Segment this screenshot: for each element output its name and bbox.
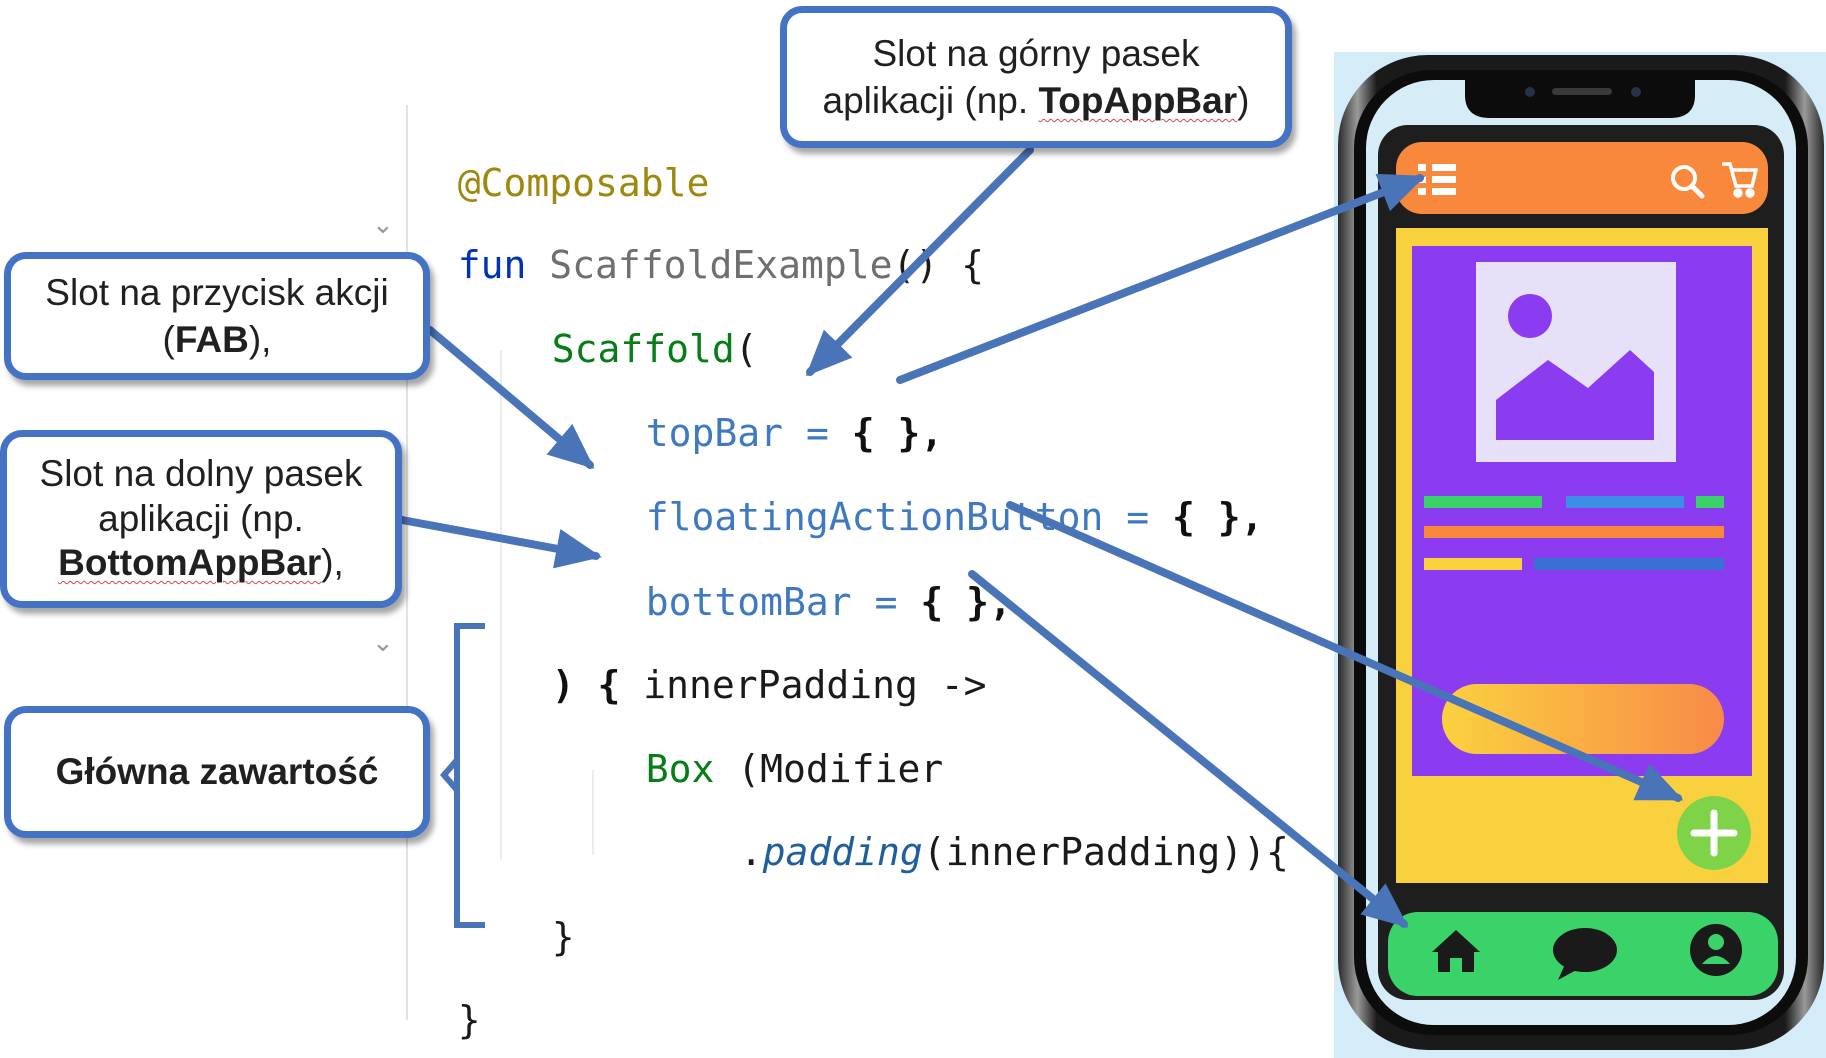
topbar-value: { }, bbox=[851, 411, 944, 455]
callout-topbar: Slot na górny pasek aplikacji (np. TopAp… bbox=[780, 6, 1292, 148]
close-outer-brace: } bbox=[457, 998, 481, 1042]
code-line-close-outer: } bbox=[412, 963, 481, 1039]
indent-guide-box bbox=[592, 770, 594, 855]
placeholder-text-lines bbox=[1424, 496, 1724, 570]
phone-sensor bbox=[1631, 87, 1641, 97]
phone-top-app-bar bbox=[1396, 142, 1768, 214]
fab-equals: = bbox=[1126, 495, 1150, 539]
callout-fab-line2: (FAB), bbox=[45, 316, 388, 363]
close-inner-brace: } bbox=[551, 915, 575, 959]
callout-content-label: Główna zawartość bbox=[55, 751, 379, 793]
scaffold-open-paren: ( bbox=[734, 327, 758, 371]
cart-icon bbox=[1722, 162, 1759, 198]
box-call: Box bbox=[645, 747, 715, 791]
callout-fab-line2-suffix: ), bbox=[248, 319, 272, 360]
bottombar-equals: = bbox=[874, 580, 898, 624]
code-line-annotation: @Composable bbox=[412, 126, 710, 205]
code-line-topbar: topBar = { }, bbox=[600, 376, 943, 452]
fold-arrow-lambda[interactable]: ⌄ bbox=[372, 628, 394, 658]
arrow-topbar-code-to-phone bbox=[896, 173, 1426, 384]
home-icon bbox=[1432, 930, 1480, 972]
phone-notch bbox=[1465, 78, 1695, 118]
fun-keyword: fun bbox=[457, 243, 527, 287]
phone-camera bbox=[1525, 87, 1535, 97]
fun-name: ScaffoldExample bbox=[549, 243, 893, 287]
callout-topbar-line2: aplikacji (np. TopAppBar) bbox=[823, 77, 1250, 124]
fab-param: floatingActionButton bbox=[645, 495, 1104, 539]
arrow-topbar-callout-to-code bbox=[805, 146, 1034, 377]
callout-bottombar-line2: aplikacji (np. bbox=[98, 497, 304, 539]
callout-bottombar-line3-bold: BottomAppBar bbox=[58, 542, 322, 584]
callout-bottombar: Slot na dolny pasek aplikacji (np. Botto… bbox=[0, 430, 402, 608]
fold-arrow-fun[interactable]: ⌄ bbox=[372, 210, 394, 240]
content-lambda-param: innerPadding -> bbox=[643, 663, 987, 707]
callout-topbar-line1: Slot na górny pasek bbox=[872, 32, 1200, 74]
code-left-gutter-line bbox=[406, 105, 408, 1020]
callout-fab-line2-prefix: ( bbox=[162, 319, 175, 360]
content-lambda-open: ) { bbox=[551, 663, 621, 707]
arrow-fab-callout-to-code bbox=[426, 326, 595, 469]
padding-fn: padding bbox=[762, 830, 923, 874]
code-line-fun: fun ScaffoldExample() { bbox=[412, 208, 984, 284]
chat-icon bbox=[1553, 928, 1617, 980]
content-bracket bbox=[454, 623, 485, 928]
callout-topbar-line2-prefix: aplikacji (np. bbox=[822, 80, 1039, 121]
phone-mockup bbox=[1334, 52, 1826, 1058]
box-args: (Modifier bbox=[737, 747, 944, 791]
callout-arrows bbox=[398, 146, 1684, 928]
arrow-fab-code-to-phone bbox=[1006, 501, 1684, 802]
callout-topbar-line2-bold: TopAppBar bbox=[1038, 80, 1238, 121]
code-line-bottombar: bottomBar = { }, bbox=[600, 545, 1012, 621]
callout-bottombar-line3: BottomAppBar), bbox=[40, 541, 363, 585]
code-line-content-lambda: ) { innerPadding -> bbox=[506, 628, 987, 707]
fab-value: { }, bbox=[1172, 495, 1264, 539]
scaffold-call: Scaffold bbox=[551, 327, 735, 371]
bottombar-param: bottomBar bbox=[645, 580, 852, 624]
callout-fab: Slot na przycisk akcji (FAB), bbox=[4, 252, 430, 380]
code-line-box: Box (Modifier bbox=[600, 712, 943, 788]
code-line-scaffold: Scaffold( bbox=[506, 292, 758, 368]
bottombar-value: { }, bbox=[920, 580, 1012, 624]
callout-content: Główna zawartość bbox=[4, 706, 430, 838]
callout-topbar-line2-suffix: ) bbox=[1237, 80, 1250, 121]
code-line-fab: floatingActionButton = { }, bbox=[600, 460, 1264, 536]
arrow-bottombar-callout-to-code bbox=[398, 516, 602, 569]
arrow-bottombar-code-to-phone bbox=[968, 570, 1409, 928]
content-bracket-tip bbox=[440, 758, 460, 792]
plus-icon bbox=[1690, 809, 1738, 857]
callout-fab-line2-bold: FAB bbox=[174, 319, 249, 360]
topbar-equals: = bbox=[805, 411, 829, 455]
user-icon bbox=[1690, 924, 1742, 976]
callout-bottombar-line3-suffix: ), bbox=[321, 542, 344, 584]
callout-fab-line1: Slot na przycisk akcji bbox=[45, 271, 389, 313]
topbar-param: topBar bbox=[645, 411, 784, 455]
callout-bottombar-line1: Slot na dolny pasek bbox=[39, 453, 363, 495]
search-icon bbox=[1671, 165, 1705, 199]
indent-guide-scaffold bbox=[500, 350, 502, 860]
image-placeholder-icon bbox=[1476, 262, 1676, 462]
padding-dot: . bbox=[739, 830, 763, 874]
phone-action-pill bbox=[1442, 684, 1724, 754]
annotation-token: @Composable bbox=[457, 161, 710, 205]
phone-speaker bbox=[1552, 88, 1612, 95]
code-line-close-inner: } bbox=[506, 880, 575, 956]
